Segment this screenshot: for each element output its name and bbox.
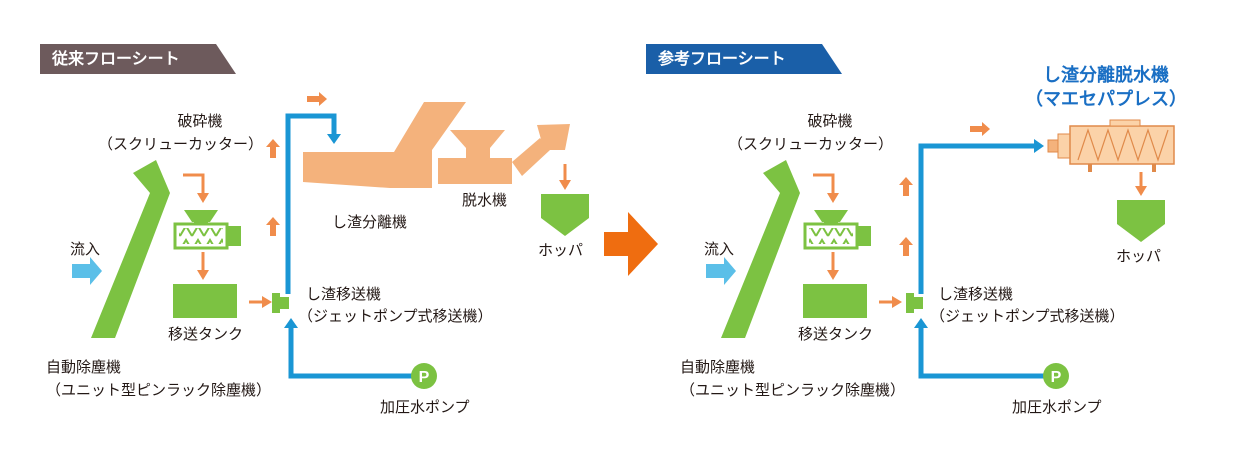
conv-dewater-label: 脱水機 xyxy=(462,191,508,209)
conv-inflow-arrow xyxy=(72,257,102,285)
conv-pump-label: 加圧水ポンプ xyxy=(380,398,470,416)
conv-hopper-label: ホッパ xyxy=(538,241,584,259)
conv-tank-label: 移送タンク xyxy=(168,325,244,343)
ref-tank-label: 移送タンク xyxy=(798,325,874,343)
ref-press-title: し渣分離脱水機 xyxy=(1043,65,1169,86)
conv-up-arrows xyxy=(266,92,327,236)
ref-crusher-shape xyxy=(803,210,871,250)
conv-transfer-sublabel: （ジェットポンプ式移送機） xyxy=(298,307,493,325)
ref-pump-icon: P xyxy=(1043,363,1069,389)
transition-arrow xyxy=(604,212,658,276)
ref-hopper-label: ホッパ xyxy=(1116,247,1162,265)
ref-up-arrows xyxy=(899,122,990,256)
ref-hopper-shape xyxy=(1117,200,1165,242)
ref-inflow-label: 流入 xyxy=(704,240,735,258)
ref-screen-shape xyxy=(721,160,800,338)
ref-screen-sublabel: （ユニット型ピンラック除塵機） xyxy=(680,381,906,399)
ref-pump-label: 加圧水ポンプ xyxy=(1012,398,1102,416)
ref-crusher-arrows xyxy=(813,173,892,304)
ref-arrowheads xyxy=(827,193,902,308)
conv-dewater-shape xyxy=(438,124,570,184)
ref-transfer-shape xyxy=(906,293,923,313)
ref-crusher-sublabel: （スクリューカッター） xyxy=(728,135,894,153)
conv-screen-shape xyxy=(91,160,170,338)
conv-screen-sublabel: （ユニット型ピンラック除塵機） xyxy=(46,381,272,399)
ref-screen-label: 自動除塵機 xyxy=(680,358,756,376)
conv-screen-label: 自動除塵機 xyxy=(46,358,122,376)
conv-hopper-shape xyxy=(541,194,589,236)
ref-transfer-sublabel: （ジェットポンプ式移送機） xyxy=(930,307,1125,325)
ref-pressure-pipe xyxy=(918,326,1050,379)
ref-pump-symbol: P xyxy=(1051,369,1062,386)
conv-crusher-sublabel: （スクリューカッター） xyxy=(98,135,264,153)
conv-transfer-label: し渣移送機 xyxy=(306,285,382,303)
conventional-title-badge: 従来フローシート xyxy=(40,44,236,74)
conv-inflow-label: 流入 xyxy=(70,240,101,258)
ref-inflow-arrow xyxy=(706,257,736,285)
conv-crusher-shape xyxy=(173,210,241,250)
conventional-diagram: P xyxy=(72,92,589,389)
ref-transport-pipe xyxy=(918,143,1034,294)
reference-title-badge: 参考フローシート xyxy=(646,44,842,74)
conv-arrowheads xyxy=(197,193,272,308)
ref-press-subtitle: （マエセパプレス） xyxy=(1025,89,1187,110)
conv-separator-shape xyxy=(303,102,466,188)
conv-pump-symbol: P xyxy=(419,369,430,386)
conv-separator-label: し渣分離機 xyxy=(332,213,408,231)
ref-tank-shape xyxy=(803,284,867,318)
ref-press-shape xyxy=(1047,119,1175,172)
conv-pressure-pipe xyxy=(288,326,420,379)
ref-transfer-label: し渣移送機 xyxy=(938,285,1014,303)
conv-tank-shape xyxy=(173,284,237,318)
conv-crusher-label: 破砕機 xyxy=(177,112,223,130)
reference-diagram: P xyxy=(706,119,1175,389)
conv-transfer-shape xyxy=(272,293,289,313)
conv-pump-icon: P xyxy=(411,363,437,389)
ref-crusher-label: 破砕機 xyxy=(807,112,853,130)
conv-transport-pipe xyxy=(285,113,337,294)
conv-crusher-arrows xyxy=(183,173,262,304)
